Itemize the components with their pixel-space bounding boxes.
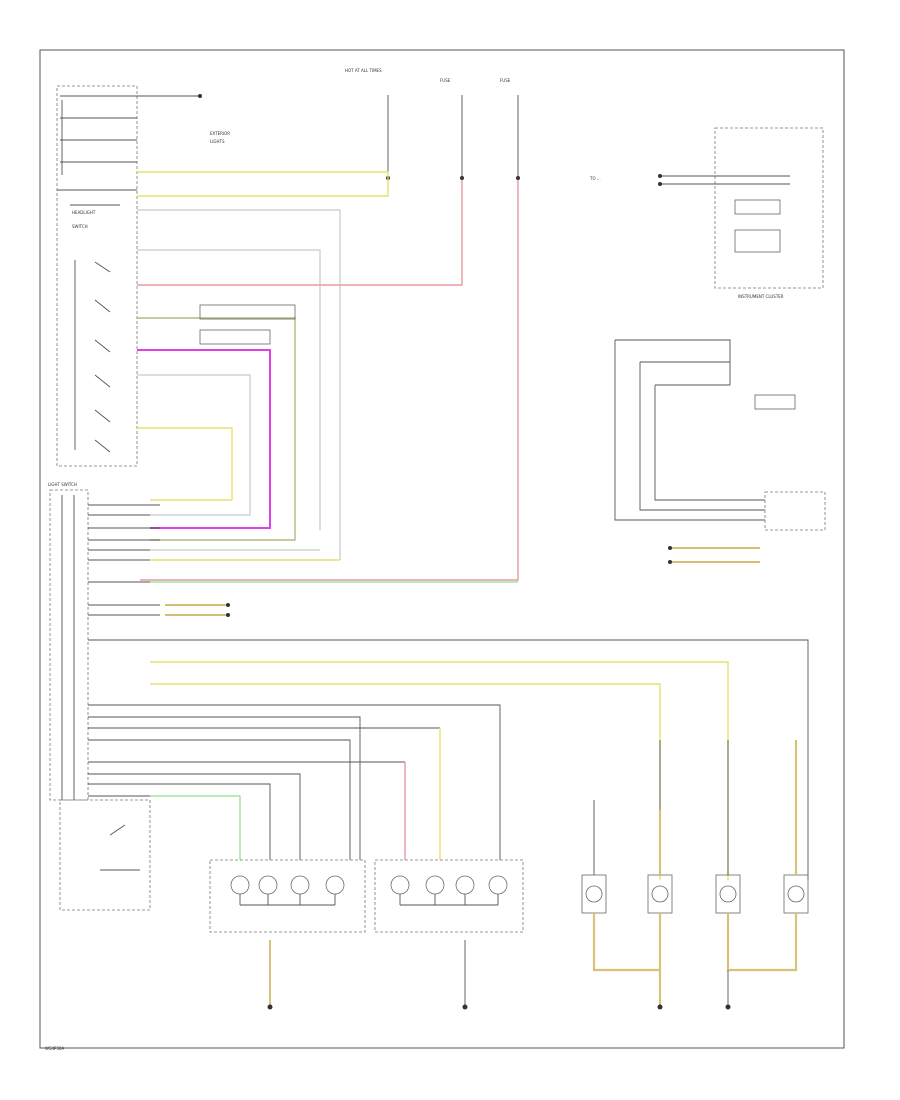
left-tail-lamp-assembly xyxy=(209,859,366,1010)
svg-text:EXTERIOR: EXTERIOR xyxy=(210,131,230,136)
right-tail-lamp-assembly xyxy=(374,859,524,1010)
diagram-code: W54P30A xyxy=(45,1046,65,1051)
svg-text:SWITCH: SWITCH xyxy=(72,224,88,229)
lower-harness-wires xyxy=(88,499,809,880)
svg-text:TO ...: TO ... xyxy=(589,176,601,181)
license-and-side-lamps xyxy=(581,740,809,1010)
light-switch-label: LIGHT SWITCH xyxy=(48,482,77,487)
svg-text:LIGHTS: LIGHTS xyxy=(210,139,225,144)
instrument-cluster-label: INSTRUMENT CLUSTER xyxy=(738,294,784,299)
steering-column-switch xyxy=(614,339,826,564)
fuse-label-a: FUSE xyxy=(440,78,451,83)
fuse-block-feed: HOT AT ALL TIMES FUSE FUSE xyxy=(345,68,520,180)
svg-text:HEADLIGHT: HEADLIGHT xyxy=(72,210,96,215)
diagram-border xyxy=(39,49,845,1049)
svg-text:HOT AT ALL TIMES: HOT AT ALL TIMES xyxy=(345,68,382,73)
light-switch-upper-component: HEADLIGHT SWITCH xyxy=(56,85,138,467)
instrument-cluster-component: TO ... INSTRUMENT CLUSTER xyxy=(589,127,824,299)
fuse-label-b: FUSE xyxy=(500,78,511,83)
light-switch-lower-component: LIGHT SWITCH xyxy=(48,482,151,911)
